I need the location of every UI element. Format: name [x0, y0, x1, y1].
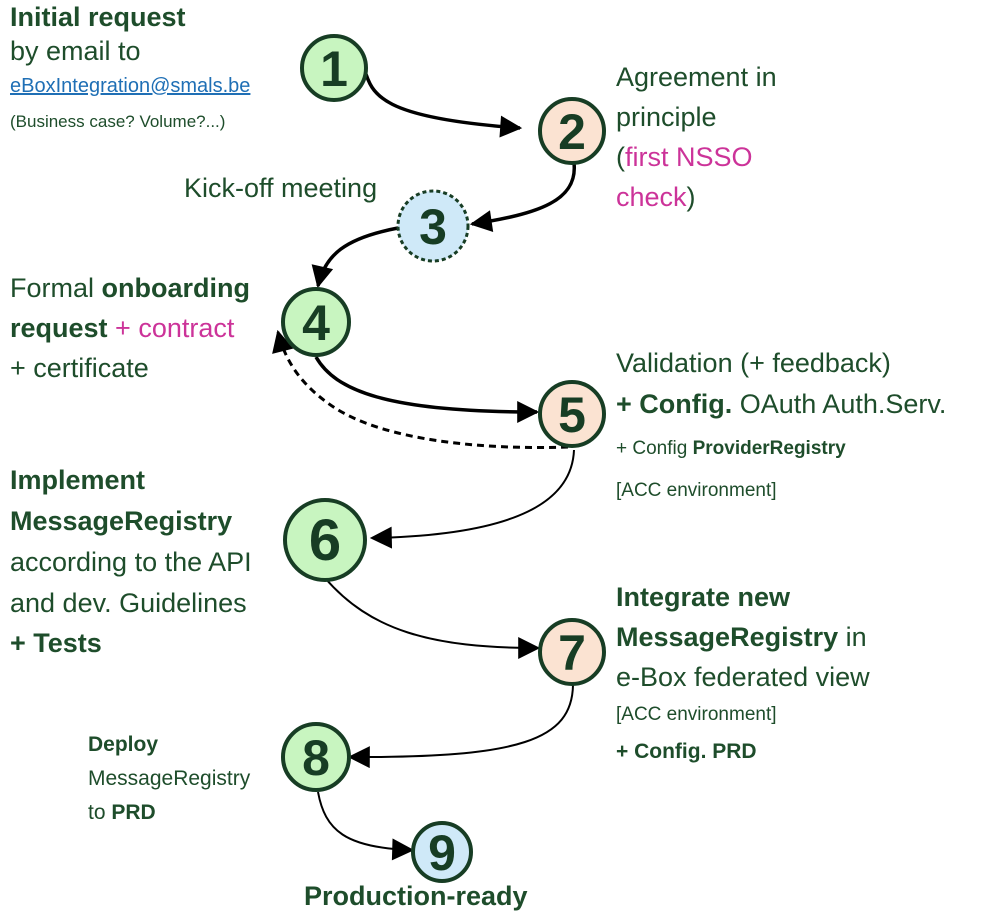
step-9-node: 9: [411, 821, 473, 883]
message-registry-text: MessageRegistry: [616, 622, 839, 652]
provider-registry-text: ProviderRegistry: [692, 438, 846, 459]
step-4-line-2: request + contract: [10, 313, 234, 344]
step-7-line-3: e-Box federated view: [616, 662, 870, 692]
step-7-line-4: [ACC environment]: [616, 704, 777, 725]
onboarding-text: onboarding: [101, 273, 250, 303]
step-1-subtitle: by email to: [10, 36, 141, 66]
step-6-line-3: according to the API: [10, 547, 252, 577]
paren-close: ): [686, 182, 696, 212]
arrow-1-to-2: [362, 67, 523, 138]
step-8-line-2: MessageRegistry: [88, 767, 251, 790]
step-2-line-1: Agreement in: [616, 62, 777, 92]
paren-open: (: [616, 142, 625, 172]
step-5-line-2: + Config. OAuth Auth.Serv.: [616, 389, 946, 420]
step-2-line-2: principle: [616, 102, 717, 132]
contract-text: + contract: [107, 313, 235, 343]
production-ready-label: Production-ready: [304, 881, 528, 911]
prd-text: PRD: [111, 801, 156, 824]
step-8-number: 8: [302, 730, 330, 786]
step-5-number: 5: [558, 387, 586, 443]
step-7-line-1: Integrate new: [616, 582, 791, 612]
step-6-number: 6: [309, 508, 341, 573]
step-6-line-5: + Tests: [10, 628, 102, 658]
in-text: in: [838, 622, 867, 652]
step-1-title: Initial request: [10, 2, 186, 32]
step-2-node: 2: [538, 97, 606, 165]
arrow-3-to-4: [311, 226, 399, 289]
step-5-line-4: [ACC environment]: [616, 480, 777, 501]
step-8-node: 8: [281, 722, 351, 792]
arrow-6-to-7: [324, 577, 541, 659]
step-3-node: 3: [396, 189, 470, 263]
nsso-check-text-a: first NSSO: [625, 142, 753, 172]
step-8-line-1: Deploy: [88, 733, 159, 756]
step-7-node: 7: [538, 618, 606, 686]
step-4-line-1: Formal onboarding: [10, 273, 250, 304]
request-text: request: [10, 313, 108, 343]
step-7-line-2: MessageRegistry in: [616, 622, 867, 653]
to-text: to: [88, 801, 112, 824]
step-6-line-1: Implement: [10, 465, 146, 495]
step-2-line-3: (first NSSO: [616, 142, 753, 173]
step-4-node: 4: [281, 287, 351, 357]
arrow-4-to-5: [314, 356, 540, 423]
step-4-number: 4: [302, 295, 330, 351]
config-prefix: + Config: [616, 438, 693, 459]
step-1-number: 1: [320, 41, 348, 97]
step-5-line-1: Validation (+ feedback): [616, 348, 891, 378]
arrow-8-to-9: [317, 791, 415, 861]
arrow-5-to-4-feedback: [272, 329, 569, 449]
step-7-number: 7: [558, 625, 586, 681]
arrow-7-to-8: [347, 684, 574, 769]
step-2-number: 2: [558, 104, 586, 160]
formal-text: Formal: [10, 273, 102, 303]
step-2-line-4: check): [616, 182, 696, 213]
step-6-line-2: MessageRegistry: [10, 506, 233, 536]
nsso-check-text-b: check: [616, 182, 687, 212]
step-5-line-3: + Config ProviderRegistry: [616, 438, 846, 460]
step-6-node: 6: [283, 498, 367, 582]
step-4-line-3: + certificate: [10, 353, 149, 383]
step-1-note: (Business case? Volume?...): [10, 112, 226, 131]
arrow-5-to-6: [369, 449, 575, 549]
step-1-node: 1: [300, 34, 368, 102]
kickoff-label: Kick-off meeting: [184, 173, 378, 203]
step-9-number: 9: [428, 825, 456, 881]
oauth-text: OAuth Auth.Serv.: [732, 389, 947, 419]
arrow-2-to-3: [469, 162, 576, 232]
email-link[interactable]: eBoxIntegration@smals.be: [10, 75, 251, 97]
step-8-line-3: to PRD: [88, 801, 156, 825]
step-3-number: 3: [419, 199, 447, 255]
step-5-node: 5: [538, 380, 606, 448]
config-text: + Config.: [616, 389, 733, 419]
step-6-line-4: and dev. Guidelines: [10, 588, 247, 618]
step-7-line-5: + Config. PRD: [616, 740, 757, 763]
